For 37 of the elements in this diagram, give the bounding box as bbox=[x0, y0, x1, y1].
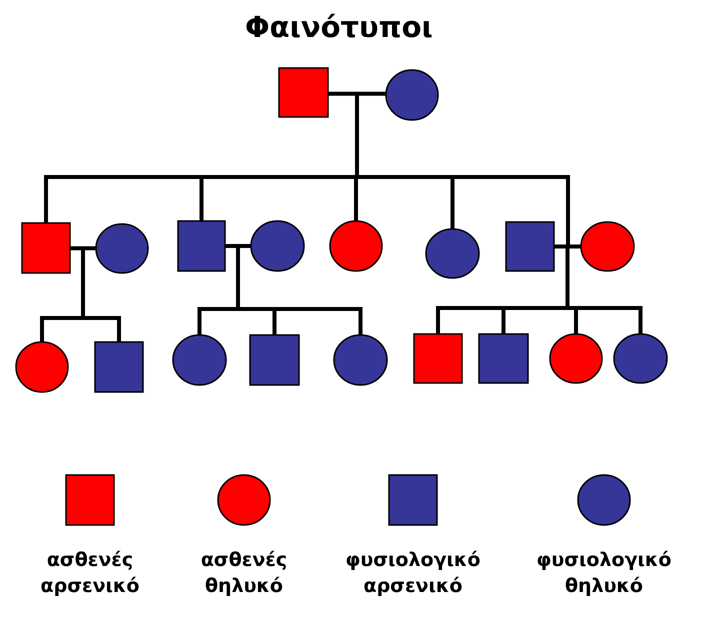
pedigree-line bbox=[81, 248, 85, 318]
square-symbol bbox=[250, 335, 299, 385]
pedigree-line bbox=[502, 306, 568, 334]
square-symbol bbox=[279, 68, 328, 117]
legend-label: φυσιολογικό αρσενικό bbox=[346, 548, 480, 599]
circle-symbol bbox=[550, 334, 602, 383]
square-symbol bbox=[414, 334, 462, 383]
circle-symbol bbox=[330, 221, 382, 271]
legend-label: ασθενές θηλυκό bbox=[200, 548, 288, 599]
pedigree-line bbox=[83, 316, 121, 342]
square-symbol bbox=[22, 223, 70, 273]
square-symbol bbox=[506, 222, 554, 271]
square-symbol bbox=[479, 334, 528, 383]
pedigree-line bbox=[200, 175, 357, 221]
pedigree-line bbox=[566, 246, 570, 308]
circle-symbol bbox=[426, 229, 479, 278]
pedigree-line bbox=[355, 94, 359, 177]
legend-label: φυσιολογικό θηλυκό bbox=[536, 548, 672, 599]
pedigree-line bbox=[70, 246, 96, 250]
circle-symbol bbox=[614, 334, 667, 383]
square-symbol bbox=[95, 342, 143, 392]
circle-symbol bbox=[16, 342, 68, 392]
circle-symbol bbox=[251, 221, 304, 271]
title: Φαινότυποι bbox=[245, 10, 433, 44]
square-symbol bbox=[178, 221, 225, 271]
circle-symbol bbox=[334, 335, 387, 385]
circle-symbol bbox=[96, 224, 148, 273]
pedigree-line bbox=[40, 316, 83, 342]
pedigree-line bbox=[354, 175, 358, 221]
pedigree-line bbox=[198, 307, 238, 335]
legend-label: ασθενές αρσενικό bbox=[40, 548, 140, 599]
pedigree-line bbox=[328, 92, 386, 96]
pedigree-line bbox=[225, 244, 251, 248]
circle-symbol bbox=[386, 70, 438, 120]
circle-symbol bbox=[581, 222, 634, 271]
circle-symbol bbox=[173, 335, 226, 385]
pedigree-line bbox=[236, 246, 240, 309]
